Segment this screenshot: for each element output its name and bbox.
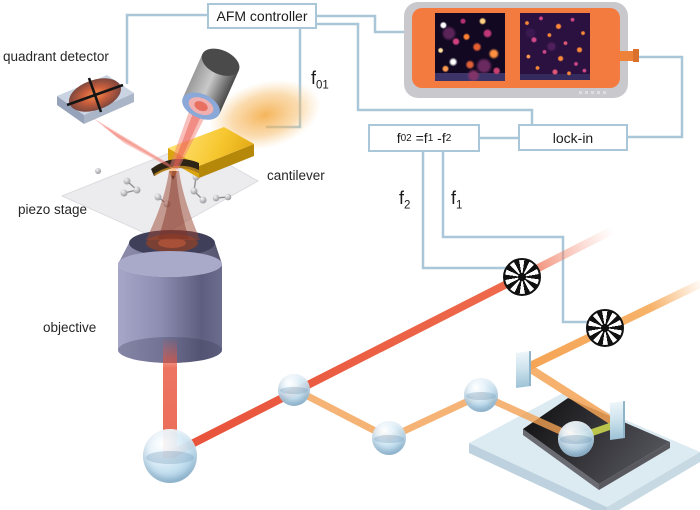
afm-image-coarse bbox=[435, 13, 505, 81]
afm-controller-box: AFM controller bbox=[207, 3, 317, 29]
detector-cross bbox=[66, 77, 124, 113]
red-beam-vertical bbox=[163, 338, 177, 458]
orange-beam-mirror1-mirror2 bbox=[522, 362, 621, 428]
afm-image-fine bbox=[520, 13, 590, 80]
wire-f2-to-chopper1 bbox=[421, 151, 508, 270]
wire-controller-to-monitor bbox=[317, 14, 406, 34]
lock-in-label: lock-in bbox=[552, 129, 594, 146]
f01-label: f01 bbox=[311, 68, 329, 92]
cantilever-label: cantilever bbox=[267, 168, 325, 183]
lock-in-box: lock-in bbox=[518, 124, 628, 151]
detection-beams bbox=[93, 103, 206, 176]
beam-splitter-sphere-a bbox=[278, 374, 310, 406]
focus-cone bbox=[146, 171, 200, 240]
beam-splitter-sphere-b bbox=[372, 421, 406, 455]
quadrant-detector-label: quadrant detector bbox=[3, 49, 109, 64]
beam-splitter-sphere-c bbox=[464, 378, 498, 412]
steering-mirror-1 bbox=[516, 350, 531, 389]
beam-combiner-sphere bbox=[143, 429, 197, 483]
monitor-connector-cap bbox=[633, 49, 639, 62]
monitor-buttons bbox=[579, 91, 606, 94]
wire-f1-to-chopper2 bbox=[441, 151, 590, 324]
f1-label: f1 bbox=[451, 188, 463, 212]
wire-detector-to-controller bbox=[125, 13, 207, 84]
chopper-wheel-f2-icon bbox=[503, 258, 541, 296]
f02-eq-base: f bbox=[396, 130, 401, 146]
piezo-stage-label: piezo stage bbox=[18, 202, 88, 217]
steering-mirror-2 bbox=[610, 400, 625, 441]
monitor-connector bbox=[620, 51, 635, 61]
monitor-screen bbox=[412, 8, 620, 88]
sample-plate bbox=[523, 398, 670, 484]
chopper-wheel-f1-icon bbox=[586, 309, 624, 347]
beam-splitter-sphere-d bbox=[558, 421, 594, 457]
f2-label: f2 bbox=[399, 188, 411, 212]
display-monitor bbox=[404, 2, 639, 98]
red-laser-beams bbox=[163, 226, 615, 459]
signal-wires bbox=[125, 13, 684, 324]
objective-label: objective bbox=[43, 320, 97, 335]
quadrant-detector bbox=[57, 75, 134, 124]
afm-controller-label: AFM controller bbox=[216, 8, 308, 24]
wire-controller-to-lockin bbox=[317, 22, 534, 125]
red-beam-diagonal bbox=[168, 226, 615, 459]
wire-monitor-to-lockin bbox=[628, 55, 684, 139]
